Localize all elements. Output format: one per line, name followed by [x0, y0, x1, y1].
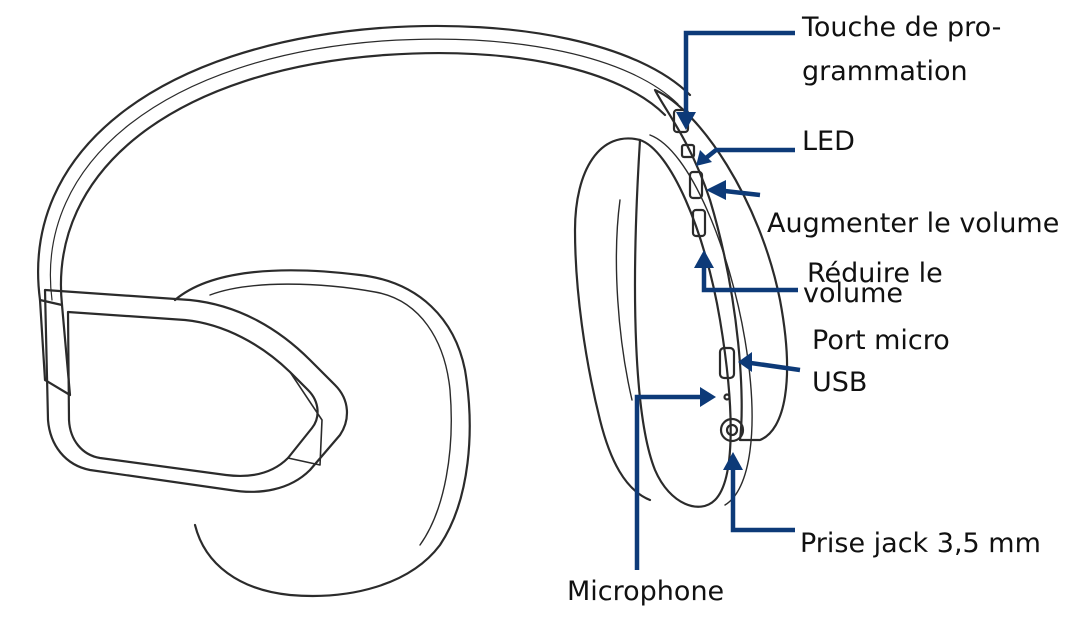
- left-earpad-seam: [209, 283, 452, 546]
- label-programming-key-line2: grammation: [802, 56, 968, 87]
- callout-line-programming: [683, 30, 795, 113]
- left-earcup-housing: [43, 288, 348, 493]
- right-earpad: [573, 137, 652, 502]
- label-volume-down-line1: Réduire le: [807, 258, 943, 289]
- micro-usb-port: [718, 346, 736, 380]
- label-volume-down-line2: volume: [803, 278, 904, 309]
- label-micro-usb-line1: Port micro: [812, 325, 950, 356]
- arrowhead-programming: [676, 112, 696, 130]
- left-earcup-panel: [66, 310, 319, 478]
- arrowhead-led: [696, 150, 712, 166]
- arrowhead-volume-up: [706, 180, 726, 200]
- label-jack: Prise jack 3,5 mm: [800, 528, 1041, 559]
- label-led: LED: [802, 126, 855, 157]
- arrowhead-microphone: [700, 387, 716, 407]
- label-microphone: Microphone: [567, 576, 725, 607]
- callout-line-volume-down: [701, 265, 798, 293]
- jack-port-inner: [725, 423, 739, 437]
- headband-inner: [59, 52, 667, 307]
- right-earpad-inner: [615, 199, 633, 401]
- callout-line-microphone: [634, 394, 703, 570]
- volume-down-button: [691, 208, 707, 238]
- headband-outer: [37, 24, 692, 302]
- microphone-hole: [723, 393, 731, 401]
- label-programming-key-line1: Touche de pro-: [802, 12, 1002, 43]
- callout-line-led: [704, 147, 795, 160]
- arrowhead-volume-down: [694, 250, 714, 268]
- callout-line-jack: [730, 468, 795, 533]
- right-earcup-edge: [649, 134, 753, 506]
- slider-left: [38, 298, 72, 397]
- callout-line-micro-usb: [743, 359, 801, 373]
- left-earpad: [173, 269, 471, 598]
- arrowhead-jack: [723, 452, 743, 470]
- left-earcup-bevel: [287, 371, 323, 466]
- jack-port-outer: [719, 417, 745, 443]
- arrowhead-micro-usb: [738, 352, 752, 372]
- volume-up-button: [688, 170, 704, 200]
- led-indicator: [680, 143, 696, 159]
- label-micro-usb-line2: USB: [812, 367, 868, 398]
- label-volume-up: Augmenter le volume: [767, 208, 1060, 239]
- right-earcup-housing: [653, 88, 789, 442]
- headband-stitch: [49, 38, 679, 301]
